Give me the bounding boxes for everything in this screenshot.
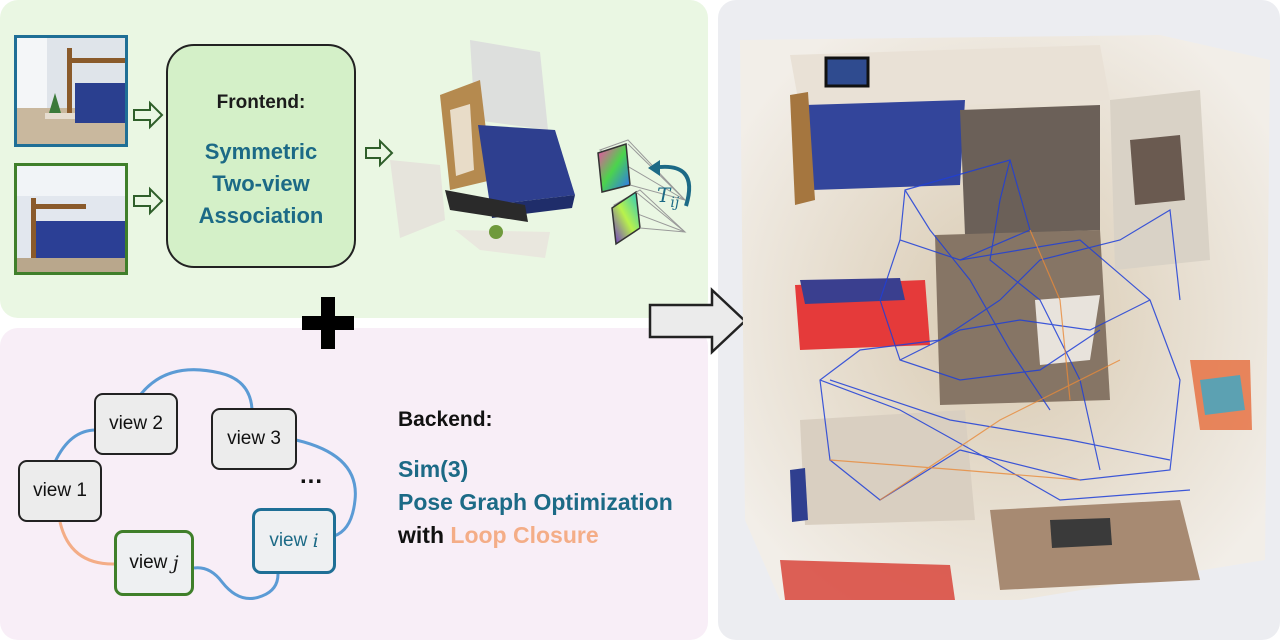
graph-node-view-j-label: view bbox=[129, 552, 168, 573]
input-image-2 bbox=[14, 163, 128, 275]
graph-node-view-j-var: j bbox=[172, 552, 179, 574]
graph-node-view-1: view 1 bbox=[18, 460, 102, 522]
arrow-image1-to-frontend bbox=[133, 100, 164, 130]
frontend-box: Frontend: Symmetric Two-view Association bbox=[166, 44, 356, 268]
graph-node-view-i-var: i bbox=[312, 530, 319, 552]
graph-node-view-2: view 2 bbox=[94, 393, 178, 455]
backend-line-3-prefix: with bbox=[398, 522, 444, 548]
pose-graph-edges bbox=[53, 368, 357, 600]
transform-label-symbol: T bbox=[657, 183, 671, 207]
graph-node-view-i: view i bbox=[252, 508, 336, 574]
backend-line-3: with Loop Closure bbox=[398, 522, 599, 549]
ellipsis: ... bbox=[300, 462, 324, 489]
graph-node-view-2-label: view 2 bbox=[109, 413, 163, 434]
input-image-1 bbox=[14, 35, 128, 147]
arrow-to-map bbox=[648, 287, 747, 355]
plus-icon bbox=[302, 297, 354, 349]
transform-label: Tij bbox=[657, 183, 679, 211]
frontend-subtitle: Symmetric Two-view Association bbox=[168, 136, 354, 232]
transform-label-subscript: ij bbox=[670, 195, 680, 211]
arrow-image2-to-frontend bbox=[133, 186, 164, 216]
graph-node-view-1-label: view 1 bbox=[33, 480, 87, 501]
frontend-subtitle-line-3: Association bbox=[198, 203, 324, 228]
pointcloud-bed bbox=[390, 40, 575, 258]
backend-line-2: Pose Graph Optimization bbox=[398, 489, 673, 515]
graph-node-view-3: view 3 bbox=[211, 408, 297, 470]
arrow-frontend-to-pointcloud bbox=[365, 138, 394, 168]
graph-node-view-j: view j bbox=[114, 530, 194, 596]
backend-title: Backend: bbox=[398, 408, 493, 431]
frontend-subtitle-line-2: Two-view bbox=[212, 171, 310, 196]
reconstruction-map bbox=[740, 35, 1270, 600]
frontend-title: Frontend: bbox=[216, 92, 306, 113]
backend-line-3-highlight: Loop Closure bbox=[450, 522, 599, 548]
backend-line-1: Sim(3) bbox=[398, 456, 469, 482]
frontend-subtitle-line-1: Symmetric bbox=[204, 139, 318, 164]
graph-node-view-3-label: view 3 bbox=[227, 428, 281, 449]
camera-pair-icon bbox=[597, 139, 692, 246]
graph-node-view-i-label: view bbox=[269, 530, 308, 551]
